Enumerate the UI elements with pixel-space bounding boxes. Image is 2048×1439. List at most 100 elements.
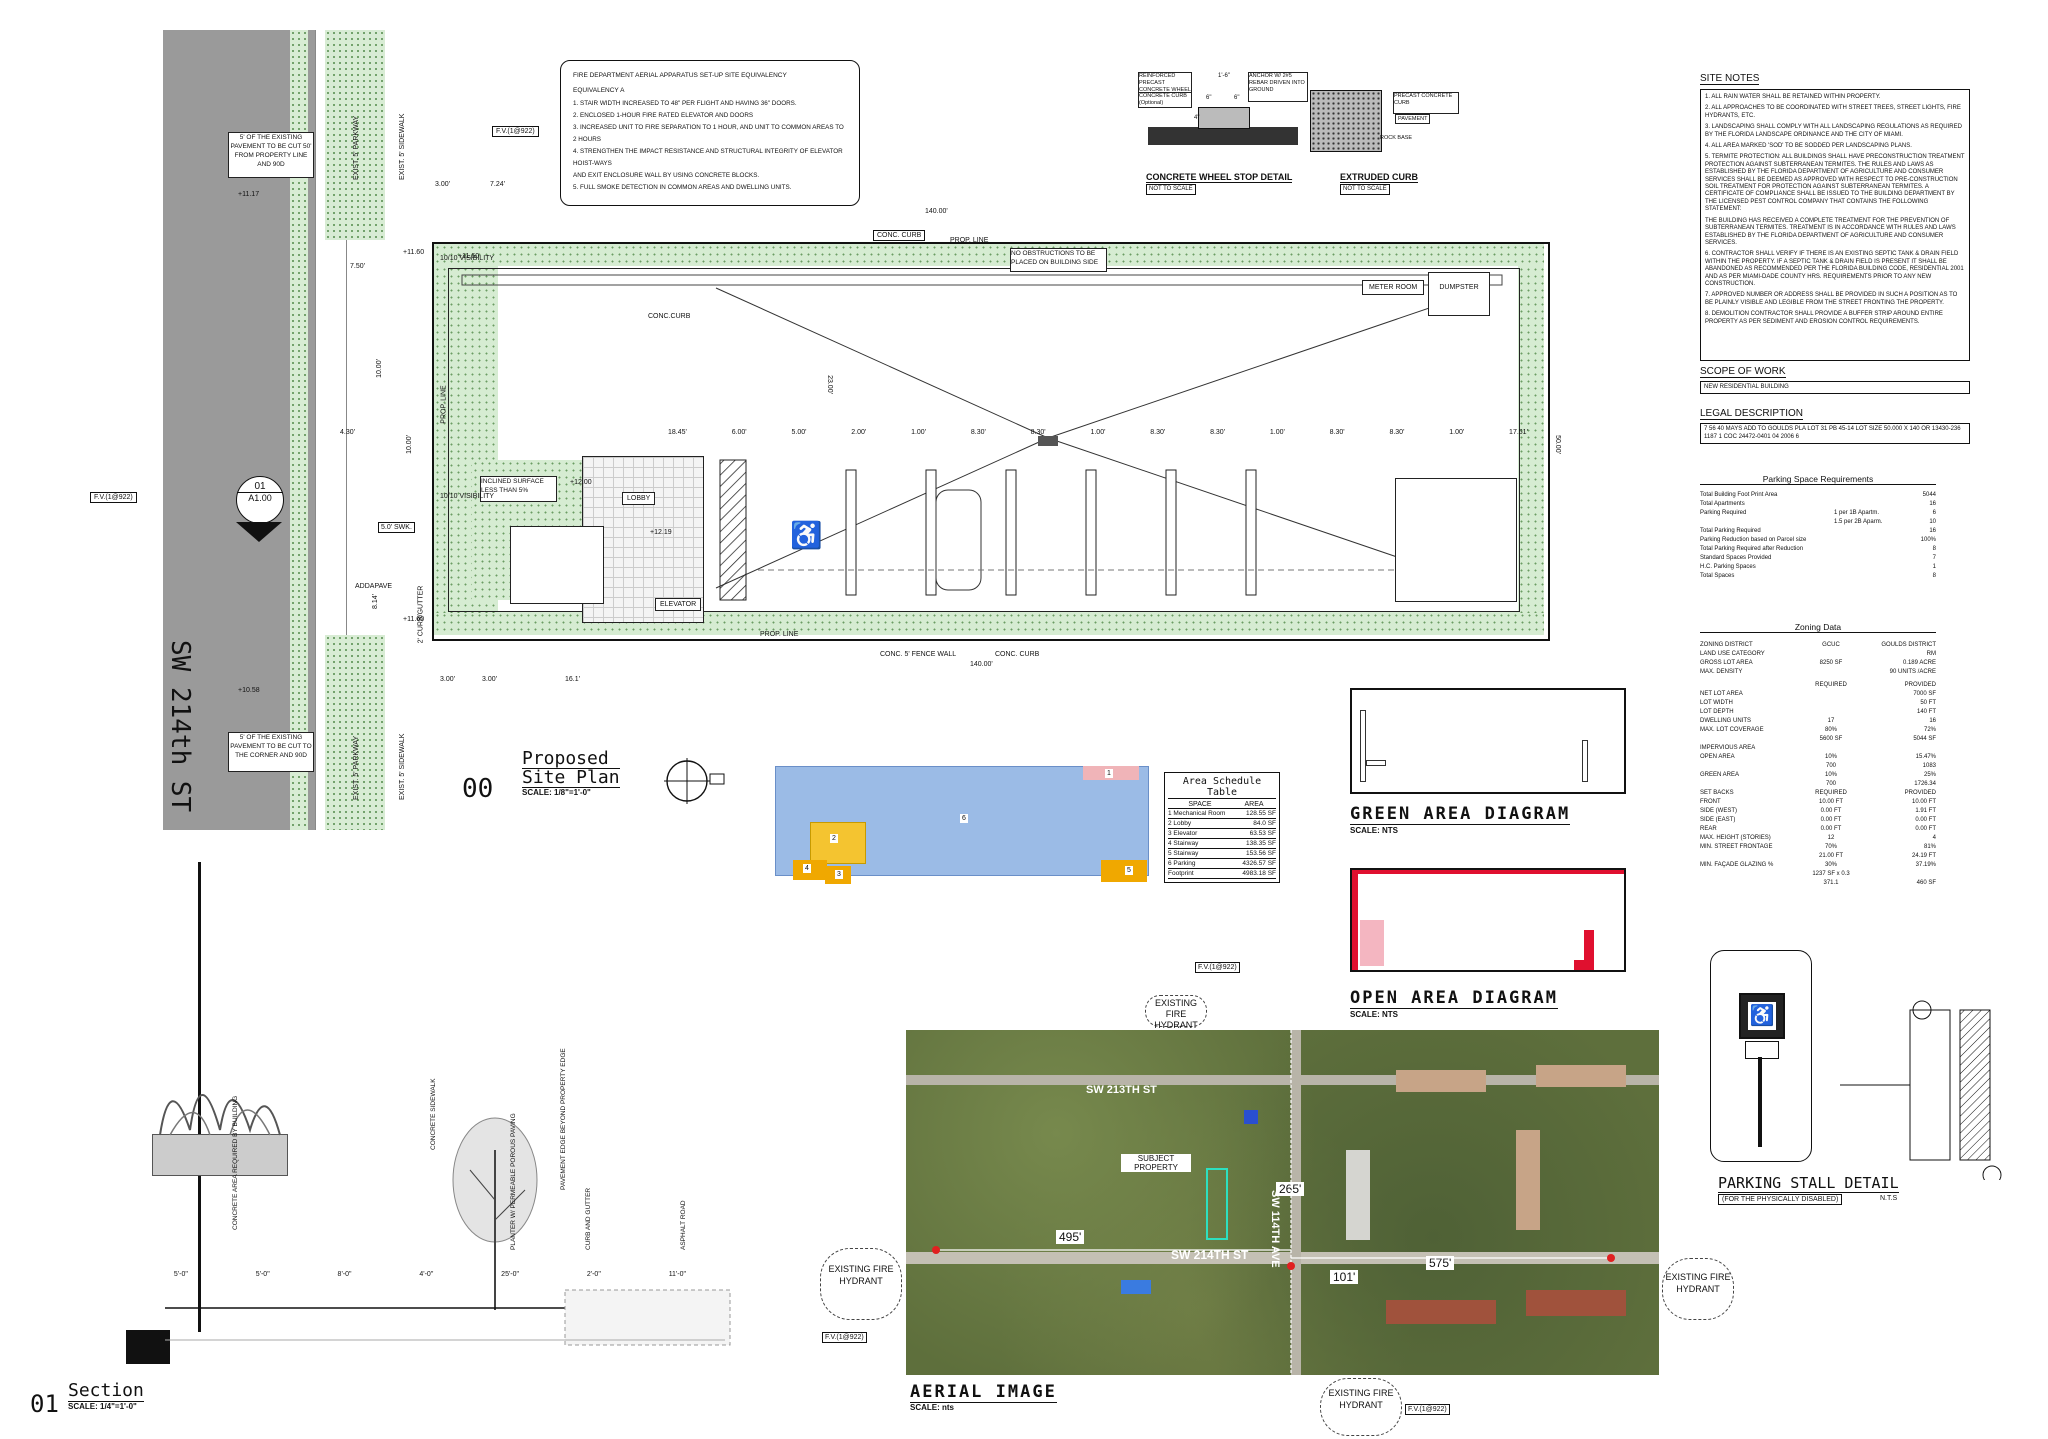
dist-265: 265' bbox=[1276, 1182, 1305, 1196]
parkway-strip bbox=[290, 30, 308, 830]
zoning-row: IMPERVIOUS AREA bbox=[1700, 744, 1936, 753]
stall-dim: 8.30' bbox=[1329, 429, 1345, 436]
section-number: 01 bbox=[30, 1390, 59, 1418]
fire-marker-top: F.V.(1@922) bbox=[492, 126, 539, 137]
zoning-cell bbox=[1700, 879, 1796, 888]
zoning-cell: RM bbox=[1926, 651, 1936, 657]
zoning-cell: 5044 SF bbox=[1913, 736, 1936, 742]
zoning-cell: 0.00 FT bbox=[1915, 817, 1936, 823]
curb-label: PRECAST CONCRETE CURB bbox=[1393, 92, 1459, 114]
building-roof bbox=[1346, 1150, 1370, 1240]
conc-curb-top: CONC. CURB bbox=[873, 230, 926, 241]
zoning-cell: IMPERVIOUS AREA bbox=[1700, 745, 1756, 751]
dim-724: 7.24' bbox=[490, 181, 505, 188]
zoning-cell bbox=[1866, 870, 1936, 879]
green-strip-bottom bbox=[325, 635, 385, 830]
zoning-cell: 10.00 FT bbox=[1911, 799, 1936, 805]
building-roof bbox=[1396, 1070, 1486, 1092]
zoning-cell: 0.00 FT bbox=[1820, 826, 1842, 832]
building-roof bbox=[1386, 1300, 1496, 1324]
zoning-cell: 0.00 FT bbox=[1820, 817, 1842, 823]
zoning-cell: 0.00 FT bbox=[1915, 826, 1936, 832]
subject-property-label: SUBJECT PROPERTY bbox=[1121, 1154, 1191, 1172]
parking-req-cell: Parking Required bbox=[1700, 510, 1747, 516]
dist-575: 575' bbox=[1426, 1256, 1455, 1270]
zoning-cell: 80% bbox=[1824, 727, 1837, 733]
inclined-surface-note: INCLINED SURFACE LESS THAN 5% bbox=[480, 476, 557, 502]
green-area-diagram bbox=[1350, 688, 1626, 794]
zoning-cell: 1.91 FT bbox=[1915, 808, 1936, 814]
sign-detail-box: ♿ bbox=[1710, 950, 1812, 1162]
zoning-cell: 16 bbox=[1929, 718, 1936, 724]
section-label: ASPHALT ROAD bbox=[680, 1200, 687, 1250]
zoning-row: 700 1726.34 bbox=[1700, 780, 1936, 789]
dim-300b: 3.00' bbox=[440, 676, 455, 683]
section-dims: 5'-0" 5'-0" 8'-0" 4'-0" 25'-0" 2'-0" 11'… bbox=[140, 1270, 720, 1279]
parking-stall-subtitle: (FOR THE PHYSICALLY DISABLED) bbox=[1718, 1194, 1843, 1205]
parking-req-cell: 8 bbox=[1932, 546, 1936, 552]
zoning-cell: 1726.34 bbox=[1914, 781, 1936, 787]
zoning-cell bbox=[1796, 668, 1866, 677]
area-col-space: SPACE bbox=[1188, 801, 1212, 808]
section-dim: 5'-0" bbox=[173, 1271, 188, 1278]
wheel-dim: 6" bbox=[1206, 95, 1212, 101]
elevation-a: +11.60 bbox=[403, 249, 425, 256]
zoning-cell: SIDE (WEST) bbox=[1700, 808, 1737, 814]
section-label: CONCRETE AREA REQUIRED BY BUILDING bbox=[232, 1095, 239, 1230]
building-roof bbox=[1516, 1130, 1540, 1230]
area-lobby bbox=[810, 822, 866, 864]
zoning-cell: 460 SF bbox=[1916, 880, 1936, 886]
dim-2300: 23.00' bbox=[825, 375, 833, 394]
area-space-cell: 5 Stairway bbox=[1168, 850, 1199, 857]
parking-req-title: Parking Space Requirements bbox=[1700, 474, 1936, 485]
addapave-label: ADDAPAVE bbox=[355, 583, 393, 590]
fv-tag: F.V.(1@922) bbox=[822, 1332, 867, 1343]
planter-shrub-icon bbox=[159, 1094, 281, 1136]
parking-req-row: 1.5 per 2B Aparm.10 bbox=[1700, 518, 1936, 527]
zoning-cell bbox=[1796, 690, 1866, 699]
green-strip-c bbox=[1582, 740, 1588, 782]
fire-notes-item: 3. INCREASED UNIT TO FIRE SEPARATION TO … bbox=[573, 124, 844, 143]
site-note: 8. DEMOLITION CONTRACTOR SHALL PROVIDE A… bbox=[1705, 311, 1943, 325]
fire-notes-subtitle: EQUIVALENCY A bbox=[573, 87, 625, 94]
fv-tag: F.V.(1@922) bbox=[1195, 962, 1240, 973]
elevation-f: +11.17 bbox=[238, 191, 260, 198]
green-buffer-rear bbox=[1518, 266, 1544, 613]
exist-parkway-label-2: EXIST. 5' PARKWAY bbox=[353, 735, 360, 800]
area-schedule-table: Area Schedule Table SPACE AREA 1 Mechani… bbox=[1164, 772, 1280, 883]
zoning-cell: 371.1 bbox=[1823, 880, 1839, 886]
area-space-cell: 3 Elevator bbox=[1168, 830, 1198, 837]
prop-line-bottom: PROP. LINE bbox=[760, 631, 799, 638]
zoning-cell bbox=[1700, 780, 1796, 789]
parking-req-cell: 1.5 per 2B Aparm. bbox=[1834, 519, 1883, 525]
area-stairway-east bbox=[1101, 860, 1147, 882]
zoning-cell: 10% bbox=[1824, 754, 1837, 760]
fire-notes-item: 1. STAIR WIDTH INCREASED TO 48" PER FLIG… bbox=[573, 100, 797, 107]
visibility-label-2: 10/10 VISIBILITY bbox=[440, 255, 495, 262]
sign-post bbox=[1758, 1057, 1762, 1147]
zoning-cell: 700 bbox=[1825, 781, 1836, 787]
scope-text: NEW RESIDENTIAL BUILDING bbox=[1700, 381, 1970, 395]
pavement-note-top: 5' OF THE EXISTING PAVEMENT TO BE CUT 50… bbox=[228, 132, 314, 178]
site-notes-list: 1. ALL RAIN WATER SHALL BE RETAINED WITH… bbox=[1700, 89, 1970, 361]
site-note: THE BUILDING HAS RECEIVED A COMPLETE TRE… bbox=[1705, 217, 1956, 246]
parking-req-cell: 1 per 1B Apartm. bbox=[1834, 510, 1880, 516]
prop-line-left: PROP. LINE bbox=[440, 385, 448, 424]
parking-req-cell: Total Building Foot Print Area bbox=[1700, 492, 1778, 498]
zoning-row: 1237 SF x 0.3 bbox=[1700, 870, 1936, 879]
zoning-cell: 15.47% bbox=[1915, 754, 1936, 760]
hydrant-distance-lines bbox=[932, 1030, 1615, 1375]
area-schedule-head: SPACE AREA bbox=[1168, 801, 1276, 809]
zoning-cell: 5600 SF bbox=[1819, 736, 1843, 742]
anchor-label: ANCHOR W/ 2#5 REBAR DRIVEN INTO GROUND bbox=[1248, 72, 1308, 102]
open-area-diagram bbox=[1350, 868, 1626, 972]
